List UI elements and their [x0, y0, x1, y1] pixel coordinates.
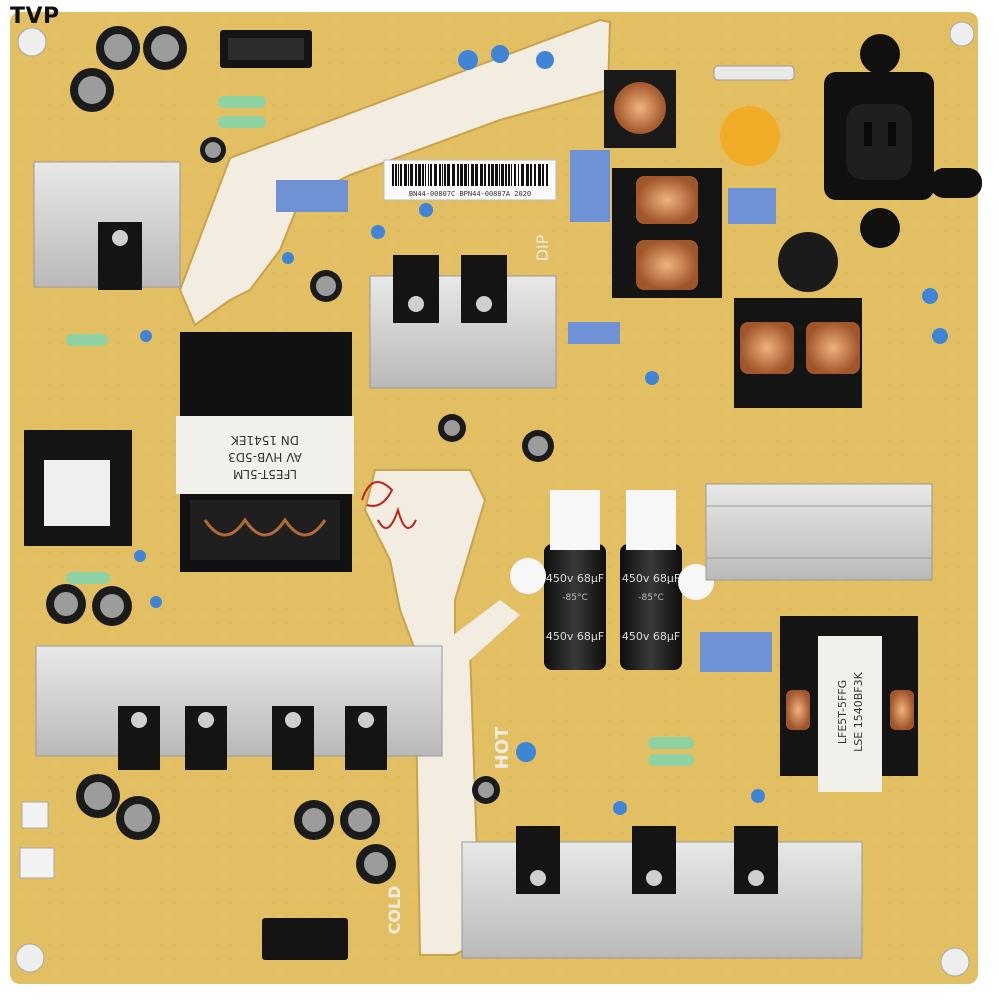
watermark-text: TVP: [10, 4, 60, 29]
output-transformer: [780, 616, 918, 792]
barcode-bar: [538, 164, 541, 186]
barcode-bar: [495, 164, 498, 186]
thermistor: [778, 232, 838, 292]
barcode-bar: [457, 164, 459, 186]
svg-text:AV HVB-5D3: AV HVB-5D3: [228, 450, 302, 464]
barcode-bar: [404, 164, 407, 186]
dip-label: DIP: [533, 234, 552, 261]
barcode-bar: [452, 164, 455, 186]
barcode-bar: [395, 164, 397, 186]
resistors: [66, 96, 694, 766]
bulk-capacitor-right: 450v 68µF -85°C 450v 68µF: [620, 490, 682, 670]
svg-text:LFE5T-5LM: LFE5T-5LM: [233, 467, 297, 481]
electrolytic-caps-top-left: [70, 26, 226, 163]
output-transformer-label: LFE5T-5FFG LSE 1540BF3K: [836, 671, 865, 751]
barcode-bar: [505, 164, 507, 186]
svg-text:-85°C: -85°C: [638, 593, 663, 603]
barcode-text: BN44-00807C BPN44-00807A 2020: [409, 190, 531, 198]
barcode-bar: [415, 164, 417, 186]
barcode-bar: [425, 164, 426, 186]
red-marker-scribble: [361, 481, 417, 529]
barcode-bar: [526, 164, 529, 186]
barcode-bar: [488, 164, 490, 186]
barcode-bar: [508, 164, 510, 186]
barcode-bar: [475, 164, 478, 186]
barcode-bar: [418, 164, 421, 186]
barcode-bar: [499, 164, 500, 186]
fuse: [713, 65, 795, 81]
barcode-bar: [422, 164, 424, 186]
barcode-bar: [460, 164, 463, 186]
svg-text:DN 1541EK: DN 1541EK: [230, 433, 299, 447]
barcode-bar: [408, 164, 409, 186]
barcode-bar: [430, 164, 432, 186]
barcode-bar: [464, 164, 467, 186]
film-capacitors: [276, 150, 776, 672]
main-transformer-label: LFE5T-5LM AV HVB-5D3 DN 1541EK: [228, 433, 302, 481]
mount-hole: [940, 947, 970, 977]
svg-text:LFE5T-5FFG: LFE5T-5FFG: [836, 680, 849, 744]
transistor-row-left: [118, 706, 387, 770]
barcode-bar: [468, 164, 469, 186]
transistor-row-right: [516, 826, 778, 894]
barcode-bar: [444, 164, 446, 186]
barcode-bar: [501, 164, 504, 186]
varistor: [720, 106, 780, 166]
barcode-bar: [442, 164, 443, 186]
barcode-bar: [546, 164, 548, 186]
line-filter-choke-2: [734, 298, 862, 408]
barcode-bar: [428, 164, 429, 186]
mount-hole: [949, 21, 975, 47]
electrolytic-caps-bottom-left: [46, 270, 554, 884]
svg-text:450v 68µF: 450v 68µF: [546, 630, 604, 643]
barcode-bar: [534, 164, 536, 186]
barcode-bar: [491, 164, 494, 186]
svg-text:450v 68µF: 450v 68µF: [622, 630, 680, 643]
connector-white: [21, 801, 49, 829]
barcode-bar: [398, 164, 399, 186]
barcode-bar: [542, 164, 544, 186]
barcode-bar: [521, 164, 524, 186]
choke-top-coil: [604, 70, 676, 148]
transistor: [461, 255, 507, 323]
barcode-bar: [480, 164, 483, 186]
barcode-bar: [484, 164, 486, 186]
barcode-bar: [392, 164, 394, 186]
barcode-bar: [514, 164, 516, 186]
svg-text:LSE 1540BF3K: LSE 1540BF3K: [852, 671, 865, 751]
barcode-bars: [392, 164, 548, 186]
svg-text:450v 68µF: 450v 68µF: [546, 572, 604, 585]
mount-hole: [17, 27, 47, 57]
bulk-capacitor-left: 450v 68µF -85°C 450v 68µF: [544, 490, 606, 670]
barcode-bar: [518, 164, 519, 186]
hot-label: HOT: [492, 726, 513, 769]
barcode-bar: [439, 164, 441, 186]
barcode-bar: [447, 164, 450, 186]
cold-label: COLD: [385, 886, 404, 935]
barcode-bar: [511, 164, 512, 186]
transistor: [393, 255, 439, 323]
mount-hole: [15, 943, 45, 973]
barcode-bar: [530, 164, 532, 186]
barcode-bar: [400, 164, 402, 186]
main-transformer: [176, 332, 354, 572]
barcode-bar: [410, 164, 413, 186]
heatsink-right: [705, 483, 933, 581]
svg-text:-85°C: -85°C: [562, 593, 587, 603]
ceramic-capacitors: [134, 45, 948, 815]
connector-white: [19, 847, 55, 879]
svg-text:450v 68µF: 450v 68µF: [622, 572, 680, 585]
line-filter-choke: [612, 168, 722, 298]
connector-bottom: [262, 918, 348, 960]
ac-inlet-socket: [824, 34, 982, 248]
barcode-bar: [434, 164, 437, 186]
barcode-bar: [471, 164, 474, 186]
